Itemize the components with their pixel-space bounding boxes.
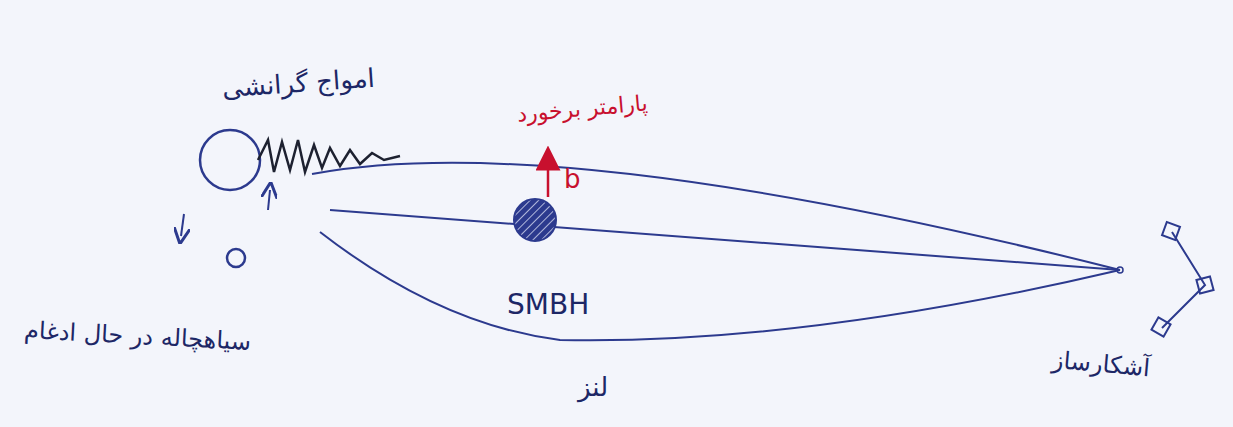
wave-squiggle	[258, 140, 400, 172]
ray	[330, 210, 1120, 270]
source-label: سیاهچاله در حال ادغام	[21, 316, 253, 357]
lens-name: SMBH	[505, 288, 591, 322]
detector-label: آشکارساز	[1049, 346, 1153, 384]
wave-label: امواج گرانشی	[219, 63, 378, 105]
detector-point	[1117, 267, 1123, 273]
smbh-lens	[514, 199, 556, 241]
lens-label: لنز	[576, 372, 610, 403]
impact-arrow	[547, 158, 550, 197]
black-hole	[200, 130, 260, 190]
detector-satellite	[1196, 276, 1213, 293]
symbol-label: b	[562, 164, 583, 195]
ray	[320, 232, 1120, 340]
ray	[312, 163, 1120, 270]
orbit-arrow	[181, 214, 184, 236]
orbit-arrow	[268, 190, 270, 210]
black-hole	[227, 249, 245, 267]
impact-parameter-label: پارامتر برخورد	[514, 90, 651, 128]
detector-satellite	[1151, 317, 1170, 336]
detector-satellite	[1162, 222, 1180, 240]
